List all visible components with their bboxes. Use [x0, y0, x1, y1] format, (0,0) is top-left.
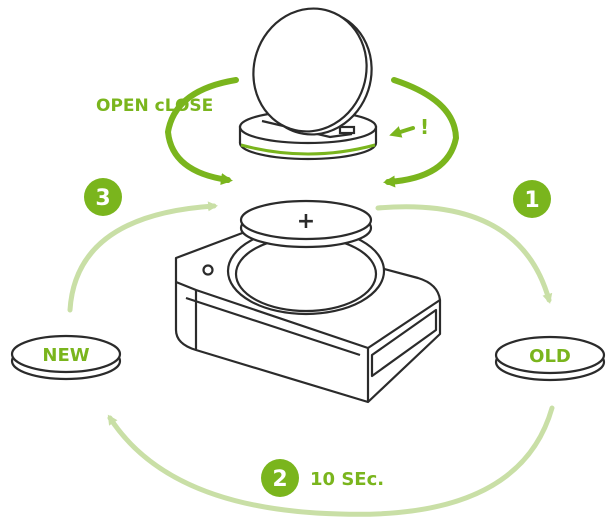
arrow-new-up [67, 201, 218, 313]
arrow-warning [389, 126, 415, 138]
step-badge-3: 3 [84, 178, 122, 216]
open-close-arrows [164, 77, 460, 188]
new-battery: NEW [10, 334, 122, 381]
device-icon [174, 226, 442, 404]
arrow-close [383, 77, 460, 188]
old-battery-label: OLD [529, 346, 571, 367]
step-number-3: 3 [95, 186, 110, 211]
coin-battery-icon: + [239, 199, 373, 249]
battery-plus-mark: + [297, 209, 315, 234]
arrow-open [164, 77, 239, 185]
open-close-label: OPEN cLOSE [96, 96, 213, 116]
step-badge-1: 1 [513, 180, 551, 218]
wait-label: 10 SEc. [310, 469, 384, 490]
step-badge-2: 2 [261, 459, 299, 497]
new-battery-label: NEW [42, 345, 89, 366]
step-number-2: 2 [272, 467, 287, 492]
warning-label: ! [420, 115, 429, 139]
arrow-to-old [375, 204, 553, 304]
cycle-arrows [67, 201, 555, 517]
arrow-bottom-return [107, 405, 555, 517]
step-number-1: 1 [524, 188, 539, 213]
old-battery: OLD [494, 335, 606, 382]
coin-battery-lifted [252, 7, 373, 136]
